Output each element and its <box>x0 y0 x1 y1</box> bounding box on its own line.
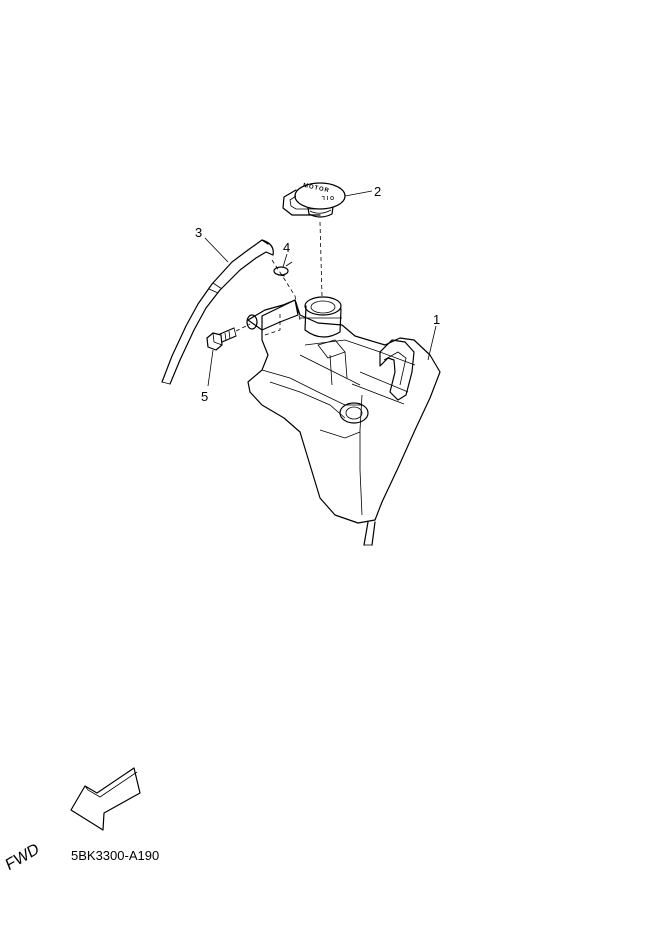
oil-tank <box>246 296 441 546</box>
filler-cap: MOTOR OIL <box>282 182 346 218</box>
callout-5-label: 5 <box>201 389 208 404</box>
mounting-bolt <box>206 327 237 351</box>
callout-2: 2 <box>344 184 381 199</box>
hose-clip <box>273 261 293 277</box>
callout-1-label: 1 <box>433 312 440 327</box>
callout-1: 1 <box>427 312 440 361</box>
cap-centerline <box>319 221 323 297</box>
cap-text-line2: OIL <box>320 194 334 200</box>
callout-2-label: 2 <box>374 184 381 199</box>
hose-route-line <box>271 259 301 321</box>
callout-3-label: 3 <box>195 225 202 240</box>
cap-text-line1: MOTOR <box>302 183 330 195</box>
bolt-route-line <box>235 323 251 332</box>
fwd-label: FWD <box>3 839 41 874</box>
callout-5: 5 <box>201 349 214 404</box>
part-code: 5BK3300-A190 <box>71 848 160 863</box>
breather-hose <box>161 239 274 385</box>
callout-4-label: 4 <box>283 240 290 255</box>
callout-4: 4 <box>282 240 290 268</box>
callout-3: 3 <box>195 225 229 263</box>
